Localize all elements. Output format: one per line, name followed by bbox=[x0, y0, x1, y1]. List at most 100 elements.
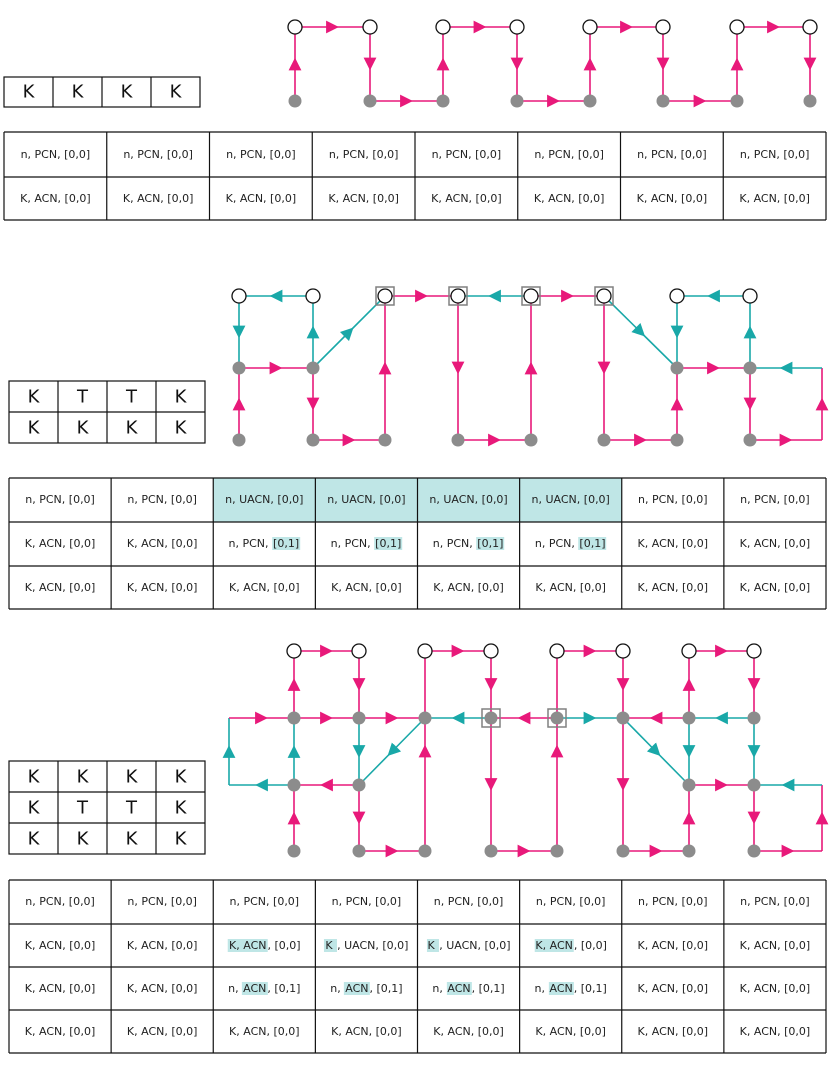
highlighted-text: ACN bbox=[548, 981, 574, 995]
shaded-cell bbox=[417, 478, 520, 522]
cell-text-part: K, ACN, [0,0] bbox=[20, 191, 91, 205]
k-grid-cell: K bbox=[125, 417, 138, 438]
table-cell-text: n, PCN, [0,0] bbox=[638, 895, 708, 909]
table-cell-text: K, ACN, [0,0] bbox=[433, 1025, 504, 1039]
k-grid-cell: K bbox=[120, 81, 133, 103]
cell-text-part: K, ACN, [0,0] bbox=[636, 191, 708, 205]
open-node bbox=[377, 288, 393, 304]
cell-text-part: n, bbox=[432, 981, 447, 995]
highlighted-text: ACN bbox=[344, 981, 370, 995]
table-cell-text: K, ACN, [0,0] bbox=[25, 939, 96, 953]
table-cell-text: n, PCN, [0,0] bbox=[21, 148, 91, 162]
open-node bbox=[435, 19, 451, 35]
k-grid-cell: K bbox=[76, 766, 89, 787]
table-cell-text: K, ACN, [0,0] bbox=[228, 938, 301, 953]
gray-node bbox=[524, 433, 538, 447]
teal-edge bbox=[622, 717, 690, 786]
table-cell-text: n, PCN, [0,0] bbox=[25, 895, 95, 909]
table-cell-text: K, ACN, [0,0] bbox=[535, 1025, 606, 1039]
cell-text-part: , UACN, [0,0] bbox=[337, 938, 409, 952]
gray-node bbox=[583, 94, 597, 108]
gray-node bbox=[616, 711, 630, 725]
table-cell-text: n, UACN, [0,0] bbox=[327, 493, 405, 507]
cell-text-part: n, PCN, [0,0] bbox=[229, 895, 300, 908]
shaded-cell bbox=[315, 478, 418, 522]
cell-text-part: K, ACN, [0,0] bbox=[24, 580, 96, 594]
table-cell-text: K, ACN, [0,0] bbox=[127, 982, 198, 996]
k-grid-cell: K bbox=[174, 828, 187, 849]
highlighted-text: [0,1] bbox=[374, 537, 403, 550]
selection-box bbox=[481, 708, 501, 728]
open-node bbox=[596, 288, 612, 304]
table-cell-text: n, PCN, [0,0] bbox=[434, 895, 504, 909]
cell-text-part: n, PCN, [0,0] bbox=[534, 147, 604, 161]
table-cell-text: K , UACN, [0,0] bbox=[324, 938, 409, 953]
table-cell-text: n, PCN, [0,0] bbox=[123, 148, 193, 162]
open-node bbox=[681, 643, 697, 659]
cell-text-part: n, PCN, [0,0] bbox=[328, 147, 399, 161]
cell-text-part: n, PCN, [0,0] bbox=[127, 493, 197, 506]
table-cell-text: n, PCN, [0,0] bbox=[329, 148, 399, 162]
table-cell-text: K, ACN, [0,0] bbox=[638, 537, 709, 551]
table-cell-text: K, ACN, [0,0] bbox=[740, 939, 811, 953]
cell-text-part: n, bbox=[228, 981, 243, 995]
k-grid-cell: K bbox=[27, 797, 40, 818]
open-node bbox=[286, 643, 302, 659]
cell-text-part: K, ACN, [0,0] bbox=[126, 938, 198, 952]
gray-node bbox=[306, 361, 320, 375]
table-cell-text: K, ACN, [0,0] bbox=[127, 1025, 198, 1039]
gray-node bbox=[484, 711, 498, 725]
cell-text-part: n, PCN, [0,0] bbox=[20, 147, 91, 161]
cell-text-part: n, PCN, bbox=[432, 537, 477, 550]
graph-selection-boxes bbox=[375, 286, 614, 728]
table-cell-text: n, PCN, [0,0] bbox=[127, 895, 197, 909]
gray-node bbox=[743, 361, 757, 375]
selection-box bbox=[375, 286, 395, 306]
table-cell-text: n, PCN, [0,0] bbox=[332, 895, 402, 909]
graph-nodes bbox=[231, 19, 818, 858]
cell-text-part: K, ACN, [0,0] bbox=[535, 1024, 606, 1038]
cell-text-part: n, PCN, [0,0] bbox=[638, 493, 708, 506]
table-cell-text: n, ACN, [0,1] bbox=[228, 981, 300, 996]
open-node bbox=[802, 19, 818, 35]
cell-text-part: n, PCN, [0,0] bbox=[740, 895, 810, 908]
table-cell-text: K, ACN, [0,0] bbox=[229, 581, 300, 595]
table-cell-text: K , UACN, [0,0] bbox=[426, 938, 511, 953]
gray-node bbox=[418, 711, 432, 725]
table-cell-text: K, ACN, [0,0] bbox=[25, 1025, 96, 1039]
cell-text-part: K, ACN, [0,0] bbox=[533, 191, 605, 205]
gray-node bbox=[730, 94, 744, 108]
k-grid-cell: K bbox=[27, 417, 40, 438]
cell-text-part: K, ACN, [0,0] bbox=[331, 1024, 402, 1038]
selection-box bbox=[521, 286, 541, 306]
cell-text-part: , UACN, [0,0] bbox=[439, 938, 511, 952]
gray-node bbox=[484, 844, 498, 858]
open-node bbox=[450, 288, 466, 304]
open-node bbox=[509, 19, 525, 35]
table-cell-text: K, ACN, [0,0] bbox=[637, 192, 708, 206]
table-cell-text: K, ACN, [0,0] bbox=[638, 939, 709, 953]
open-node bbox=[729, 19, 745, 35]
open-node bbox=[305, 288, 321, 304]
gray-node bbox=[287, 778, 301, 792]
graph-edges bbox=[222, 20, 829, 858]
k-grid-cell: T bbox=[126, 386, 137, 407]
gray-node bbox=[363, 94, 377, 108]
open-node bbox=[362, 19, 378, 35]
k-grid-cell: K bbox=[174, 797, 187, 818]
cell-text-part: K, ACN, [0,0] bbox=[24, 1024, 96, 1038]
cell-text-part: , [0,1] bbox=[471, 981, 505, 995]
cell-text-part: K, ACN, [0,0] bbox=[328, 191, 399, 205]
k-grid-cell: K bbox=[169, 81, 182, 103]
selection-box bbox=[448, 286, 468, 306]
k-grid-cell: K bbox=[22, 81, 35, 103]
table-cell-text: n, UACN, [0,0] bbox=[532, 493, 610, 507]
gray-node bbox=[352, 778, 366, 792]
table-cell-text: n, PCN, [0,0] bbox=[230, 895, 300, 909]
open-node bbox=[523, 288, 539, 304]
gray-node bbox=[682, 844, 696, 858]
k-grid-cell: K bbox=[125, 828, 138, 849]
gray-node bbox=[656, 94, 670, 108]
table-cell-text: K, ACN, [0,0] bbox=[229, 1025, 300, 1039]
